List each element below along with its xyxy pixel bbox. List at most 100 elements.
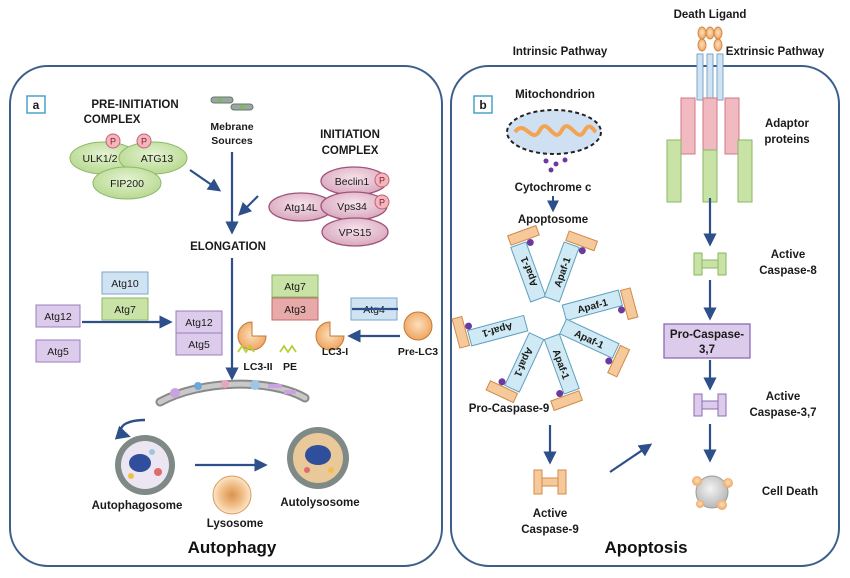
phospho-dot-1 <box>105 133 121 149</box>
fip200-label: FIP200 <box>110 178 144 190</box>
atg5-left-box <box>35 339 81 363</box>
atg14l-label: Atg14L <box>284 202 317 214</box>
arrow-caspase9-to-procaspase37 <box>609 443 653 473</box>
lysosome-label: Lysosome <box>207 518 263 530</box>
atg13-label: ATG13 <box>141 153 174 165</box>
pro-caspase-9-cap <box>451 315 471 349</box>
ulk-label: ULK1/2 <box>82 153 117 165</box>
autophagosome-icon <box>115 435 175 495</box>
adaptor-proteins-icon <box>666 97 753 203</box>
cytochrome-dot <box>618 306 626 314</box>
cell-death-icon <box>692 475 733 510</box>
pro-caspase-9-cap <box>506 224 540 246</box>
apaf-1-spoke: Apaf-1 <box>543 230 599 303</box>
caspase37-label-2: Caspase-3,7 <box>749 407 816 419</box>
lysosome-icon <box>212 475 252 515</box>
procaspase37-box <box>663 323 751 359</box>
pe-squiggle-2 <box>279 344 297 354</box>
apaf-1-spoke: Apaf-1 <box>561 287 639 322</box>
cytochrome-dot <box>605 357 613 365</box>
caspase9-label-1: Active <box>533 508 568 520</box>
pro-caspase-9-cap <box>485 380 519 404</box>
pe-squiggle-1 <box>237 344 255 354</box>
panel-b-tag: b <box>479 98 486 112</box>
phospho-label-2: P <box>141 137 147 147</box>
pro-caspase-9-cap <box>619 287 639 321</box>
pro-caspase-9-cap <box>607 344 631 378</box>
atg7-left-box <box>101 297 149 321</box>
pre-lc3-label: Pre-LC3 <box>398 346 438 358</box>
phospho-dot-2 <box>136 133 152 149</box>
apaf-1-spoke: Apaf-1 <box>506 224 547 303</box>
death-ligand-icon <box>697 26 723 52</box>
lc3-ii-shape <box>237 321 267 351</box>
death-receptor-icon <box>696 53 724 101</box>
active-caspase-37-icon <box>693 393 727 417</box>
membrane-label-1: Mebrane <box>210 121 253 133</box>
mitochondrion-label: Mitochondrion <box>515 89 595 101</box>
apaf-1-bar <box>466 314 529 347</box>
cytochrome-dot <box>526 238 534 246</box>
cytochrome-label: Cytochrome c <box>515 182 592 194</box>
procaspase37-label-2: 3,7 <box>699 344 715 356</box>
cell-death-label: Cell Death <box>762 486 818 498</box>
panel-a-tag: a <box>33 98 40 112</box>
panel-a-frame <box>9 65 443 567</box>
atg12-left-label: Atg12 <box>44 311 72 323</box>
vps34-label: Vps34 <box>337 201 367 213</box>
panel-b-tag-box <box>473 95 493 114</box>
panel-b-frame <box>450 65 840 567</box>
mitochondrion-icon <box>506 109 602 173</box>
atg5-left-label: Atg5 <box>47 346 69 358</box>
membrane-sources-icon <box>210 96 254 111</box>
lc3-i-label: LC3-I <box>322 346 348 358</box>
atg3-label: Atg3 <box>284 304 306 316</box>
atg10-label: Atg10 <box>111 278 139 290</box>
phospho-label-4: P <box>379 198 385 208</box>
phagophore-membrane <box>155 379 310 407</box>
phospho-label-1: P <box>110 137 116 147</box>
atg5-right-label: Atg5 <box>188 339 210 351</box>
apaf-1-spoke: Apaf-1 <box>451 314 529 349</box>
phospho-label-3: P <box>379 176 385 186</box>
caspase8-label-1: Active <box>771 249 806 261</box>
caspase9-label-2: Caspase-9 <box>521 524 579 536</box>
autolysosome-label: Autolysosome <box>280 497 359 509</box>
intrinsic-label: Intrinsic Pathway <box>513 46 608 58</box>
procaspase37-label-1: Pro-Caspase- <box>670 329 744 341</box>
cytochrome-dot <box>578 247 586 255</box>
extrinsic-label: Extrinsic Pathway <box>726 46 825 58</box>
atg7-right-label: Atg7 <box>284 281 306 293</box>
cytochrome-dot <box>464 322 472 330</box>
pro-caspase-9-cap <box>565 230 599 252</box>
apaf-1-bar <box>543 241 580 303</box>
apaf-1-bar <box>559 318 620 359</box>
phospho-dot-3 <box>374 172 390 188</box>
atg12-right-label: Atg12 <box>185 317 213 329</box>
curved-arrow <box>114 418 146 440</box>
vps15-label: VPS15 <box>339 227 372 239</box>
atg12-left-box <box>35 304 81 328</box>
autophagosome-label: Autophagosome <box>92 500 183 512</box>
pre-lc3-shape <box>403 311 433 341</box>
cytochrome-dot <box>498 378 506 386</box>
phospho-dot-4 <box>374 194 390 210</box>
caspase8-label-2: Caspase-8 <box>759 265 817 277</box>
atg5-right-box <box>175 332 223 356</box>
atg3-box <box>271 297 319 321</box>
apaf-1-spoke: Apaf-1 <box>485 332 545 404</box>
pre-initiation-title-1: PRE-INITIATION <box>91 99 178 111</box>
vps15-oval <box>321 217 389 247</box>
adaptor-label-2: proteins <box>764 134 809 146</box>
apaf-1-bar <box>561 289 624 322</box>
apoptosome-label: Apoptosome <box>518 214 588 226</box>
apaf-1-bar <box>510 241 547 303</box>
lc3-ii-label: LC3-II <box>243 361 272 373</box>
arrow-pre-to-elongation <box>189 169 222 192</box>
cytochrome-dot <box>556 390 564 398</box>
autolysosome-icon <box>287 427 349 489</box>
fip200-oval <box>92 166 162 200</box>
death-ligand-label: Death Ligand <box>674 9 747 21</box>
